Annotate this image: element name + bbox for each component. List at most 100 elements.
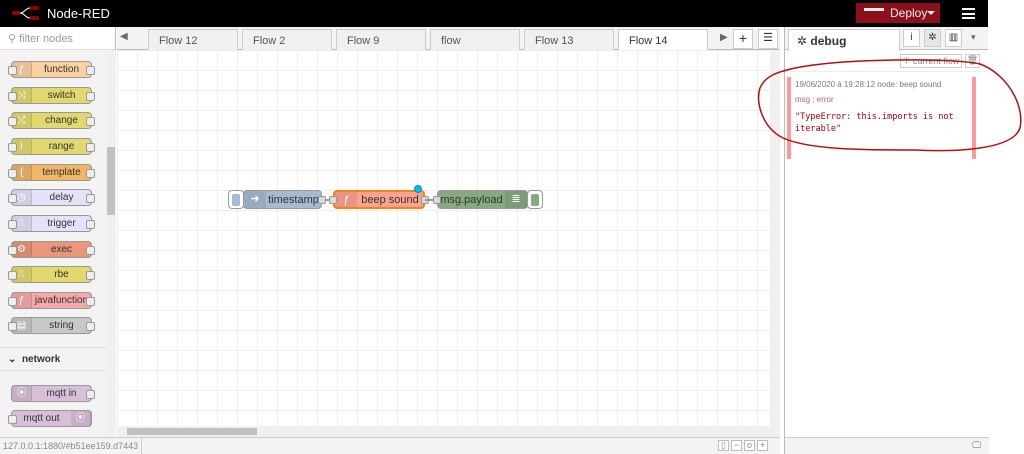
sidebar: ✲ debug i ✲ ▥ ▾ ⊤ current flow 🗑 19/06/2… <box>784 27 989 454</box>
input-port[interactable] <box>433 196 441 204</box>
string-icon: ▤ <box>12 318 32 333</box>
dashboard-chart-icon[interactable]: ▥ <box>945 29 962 47</box>
node-label: msg.payload <box>440 193 503 206</box>
scroll-left-icon[interactable]: ◀ <box>120 31 128 42</box>
palette-node-label: delay <box>49 192 74 203</box>
palette-node-label: exec <box>50 244 73 255</box>
palette-node-label: mqtt out <box>23 413 60 424</box>
bug-icon[interactable]: ✲ <box>924 29 941 47</box>
change-icon: ⤮ <box>12 113 32 128</box>
palette-node-label: range <box>48 141 75 152</box>
delay-icon: ◷ <box>12 190 32 205</box>
palette-node-string[interactable]: ▤ string <box>8 317 95 334</box>
tab-flow-13[interactable]: Flow 13 <box>524 29 614 50</box>
debug-list-icon: ≣ <box>505 191 527 208</box>
mqtt-icon: ⦿ <box>12 386 32 401</box>
template-icon: { <box>12 165 32 180</box>
tab-flow-14[interactable]: Flow 14 <box>618 29 708 51</box>
inject-arrow-icon: ➜ <box>244 191 266 208</box>
debug-scrollbar[interactable] <box>979 73 989 433</box>
palette-node-template[interactable]: { template <box>8 164 95 181</box>
input-port[interactable] <box>329 196 337 204</box>
workspace-canvas[interactable]: ➜timestamp ƒ beep sound msg.payload≣ <box>117 50 780 426</box>
palette-node-mqtt-out[interactable]: mqtt out ⦿ <box>8 410 92 427</box>
palette-node-delay[interactable]: ◷ delay <box>8 189 95 206</box>
flow-node-msg-payload[interactable]: msg.payload≣ <box>437 190 528 209</box>
palette-node-label: change <box>45 115 78 126</box>
flow-node-timestamp[interactable]: ➜timestamp <box>243 190 322 209</box>
palette-node-mqtt-in[interactable]: ⦿ mqtt in <box>11 385 95 402</box>
output-port[interactable] <box>318 196 326 204</box>
clear-messages-icon[interactable]: 🗑 <box>965 54 980 68</box>
message-value[interactable]: "TypeError: this.imports is not iterable… <box>795 112 954 134</box>
deploy-button[interactable]: Deploy <box>856 3 940 23</box>
canvas-horizontal-scrollbar[interactable] <box>117 426 780 437</box>
palette-node-label: string <box>49 320 74 331</box>
palette-node-rbe[interactable]: ⎍ rbe <box>8 266 95 283</box>
function-icon: ƒ <box>335 192 357 207</box>
node-label: beep sound <box>361 193 419 206</box>
switch-icon: ⤨ <box>12 88 32 103</box>
status-url: 127.0.0.1:1880/#b51ee159.d7443 <box>0 438 143 454</box>
sidebar-menu-chevron-icon[interactable]: ▾ <box>971 32 976 42</box>
deploy-dropdown-icon[interactable] <box>927 11 935 19</box>
gear-icon: ⚙ <box>12 242 32 257</box>
canvas-vertical-scrollbar[interactable] <box>770 50 780 426</box>
tab-flow-2[interactable]: Flow 2 <box>242 29 332 50</box>
flow-list-icon[interactable]: ☰ <box>758 29 778 49</box>
changed-indicator <box>414 185 422 193</box>
filter-placeholder: filter nodes <box>19 33 73 45</box>
zoom-reset-button[interactable]: o <box>744 440 755 451</box>
hamburger-menu-icon[interactable] <box>962 8 975 19</box>
palette-node-trigger[interactable]: ⎍ trigger <box>8 215 95 232</box>
debug-message: 19/06/2020 à 19:28:12 node: beep sound m… <box>787 77 976 159</box>
tab-flow-9[interactable]: Flow 9 <box>336 29 426 50</box>
palette-scrollbar[interactable] <box>106 50 116 437</box>
palette-node-exec[interactable]: ⚙ exec <box>8 241 95 258</box>
debug-toggle-button[interactable] <box>527 190 543 209</box>
palette-node-range[interactable]: i range <box>8 138 95 155</box>
zoom-out-button[interactable]: − <box>731 440 742 451</box>
debug-filter-button[interactable]: ⊤ current flow <box>900 54 962 68</box>
info-icon[interactable]: i <box>903 29 920 47</box>
function-icon: ƒ <box>12 62 32 77</box>
palette-node-label: rbe <box>54 269 69 280</box>
message-meta: 19/06/2020 à 19:28:12 node: beep sound <box>795 80 942 89</box>
palette-node-label: template <box>42 167 81 178</box>
sidebar-status-bar: 🖵 <box>785 437 989 454</box>
category-label: network <box>21 354 61 365</box>
palette-node-change[interactable]: ⤮ change <box>8 112 95 129</box>
bug-icon: ✲ <box>797 34 808 48</box>
node-red-logo <box>12 6 39 20</box>
tab-flow-12[interactable]: Flow 12 <box>148 29 238 50</box>
navigator-icon[interactable]: ▯ <box>718 440 729 451</box>
deploy-icon <box>864 8 884 18</box>
add-flow-button[interactable]: + <box>733 29 753 49</box>
palette-category-network[interactable]: ⌄ network <box>0 347 106 371</box>
wires <box>326 199 433 201</box>
palette-node-label: mqtt in <box>46 388 77 399</box>
palette-node-label: trigger <box>47 218 76 229</box>
tab-label: debug <box>810 34 847 48</box>
app-title: Node-RED <box>47 6 110 21</box>
filter-nodes-input[interactable]: ⚲ filter nodes <box>0 27 115 50</box>
node-label: timestamp <box>268 193 319 206</box>
rbe-icon: ⎍ <box>12 267 32 282</box>
range-icon: i <box>12 139 32 154</box>
sidebar-tab-debug[interactable]: ✲ debug <box>788 29 900 51</box>
message-type: msg : error <box>795 95 834 104</box>
filter-label: current flow <box>912 56 960 66</box>
scroll-right-icon[interactable]: ▶ <box>720 32 728 43</box>
header: Node-RED Deploy <box>0 0 988 27</box>
trigger-icon: ⎍ <box>12 216 32 231</box>
monitor-icon[interactable]: 🖵 <box>972 440 981 450</box>
mqtt-icon: ⦿ <box>71 411 91 426</box>
zoom-in-button[interactable]: + <box>757 440 768 451</box>
tab-flow[interactable]: flow <box>430 29 520 50</box>
palette-node-switch[interactable]: ⤨switch <box>8 87 95 104</box>
deploy-label: Deploy <box>890 6 928 20</box>
